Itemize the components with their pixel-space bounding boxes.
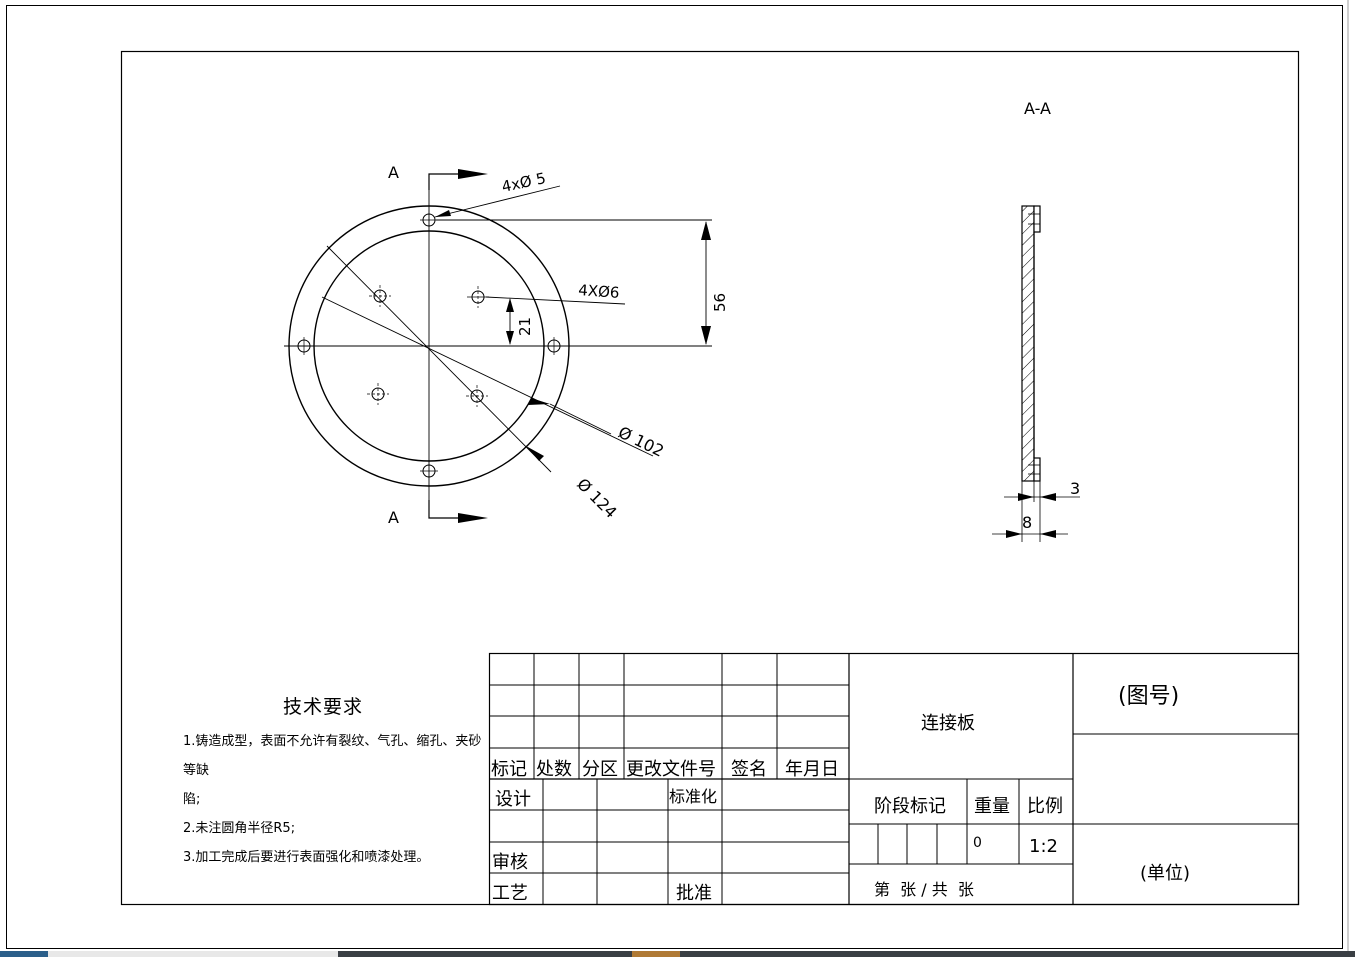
section-mark-top: A: [388, 163, 399, 182]
dim-dia-124: Ø 124: [573, 474, 621, 522]
label-design: 设计: [495, 789, 531, 810]
part-name: 连接板: [921, 713, 975, 734]
outer-border: [6, 5, 1343, 949]
inner-hole-bl: [367, 383, 389, 405]
outer-hole-left: [297, 337, 311, 355]
tech-requirement-3: 3.加工完成后要进行表面强化和喷漆处理。: [183, 850, 430, 865]
tech-requirements: 技术要求 1.铸造成型，表面不允许有裂纹、气孔、缩孔、夹砂等缺 陷; 2.未注圆…: [183, 692, 483, 872]
section-mark-bottom: A: [388, 508, 399, 527]
tech-requirement-2: 2.未注圆角半径R5;: [183, 821, 296, 836]
label-approve: 批准: [676, 883, 712, 904]
rev-header-docno: 更改文件号: [626, 759, 716, 780]
rev-header-mark: 标记: [491, 759, 527, 780]
front-view: A A 4xØ 5 4XØ6 56 21 Ø 102 Ø 124: [284, 163, 729, 527]
section-view: A-A 3 8: [992, 99, 1080, 542]
inner-hole-tr: [467, 286, 489, 308]
dim-3: 3: [1070, 479, 1080, 498]
tech-requirement-1-cont: 陷;: [183, 792, 201, 807]
tech-requirement-1: 1.铸造成型，表面不允许有裂纹、气孔、缩孔、夹砂等缺: [183, 734, 482, 778]
dim-56: 56: [711, 293, 729, 312]
outer-hole-top: [420, 213, 438, 227]
dim-outer-holes: 4xØ 5: [500, 169, 547, 196]
label-review: 审核: [492, 852, 528, 873]
title-block: [488, 652, 1300, 906]
weight-value: 0: [973, 835, 982, 851]
rev-header-date: 年月日: [785, 759, 839, 780]
label-scale: 比例: [1027, 796, 1063, 817]
rev-header-count: 处数: [536, 759, 572, 780]
label-weight: 重量: [974, 796, 1010, 817]
section-view-label: A-A: [1024, 99, 1051, 118]
drawing-number: (图号): [1118, 684, 1179, 709]
unit-label: (单位): [1140, 863, 1190, 884]
inner-hole-tl: [369, 285, 391, 307]
label-stage-mark: 阶段标记: [874, 796, 946, 817]
dim-inner-holes: 4XØ6: [578, 281, 620, 302]
label-standardize: 标准化: [669, 787, 717, 806]
rev-header-sign: 签名: [731, 759, 767, 780]
sheet-info: 第 张 / 共 张: [874, 880, 974, 899]
label-process: 工艺: [492, 883, 528, 904]
dim-dia-102: Ø 102: [615, 423, 667, 461]
window-bottom-strip: [0, 951, 1355, 957]
dim-21: 21: [516, 317, 534, 336]
dim-8: 8: [1022, 513, 1032, 532]
tech-requirements-title: 技术要求: [282, 696, 363, 718]
title-block-text: 标记 处数 分区 更改文件号 签名 年月日 设计 标准化 审核 工艺 批准 连接…: [491, 684, 1190, 904]
scale-value: 1:2: [1029, 836, 1058, 857]
outer-hole-bottom: [420, 464, 438, 478]
rev-header-zone: 分区: [582, 759, 618, 780]
inner-hole-br: [466, 385, 488, 407]
